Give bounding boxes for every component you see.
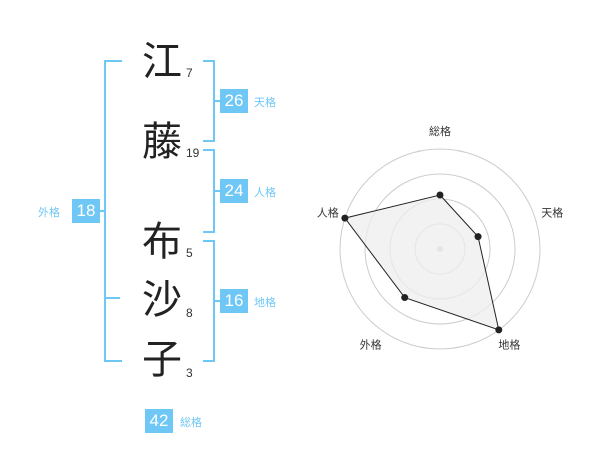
tenkaku-connector [213, 100, 221, 102]
jinkaku-connector [213, 190, 221, 192]
radar-axis-label-0: 総格 [429, 124, 451, 138]
name-char-3: 布 [142, 219, 182, 265]
stroke-count-5: 3 [186, 366, 193, 380]
name-char-5: 子 [142, 337, 182, 383]
gaikaku-bracket-tick [104, 297, 120, 299]
chikaku-connector [213, 300, 221, 302]
chikaku-label: 地格 [254, 296, 276, 309]
stroke-count-3: 5 [186, 246, 193, 260]
radar-polygon [344, 194, 500, 331]
radar-axis-label-4: 人格 [317, 206, 339, 220]
tenkaku-badge: 26 [220, 89, 248, 113]
jinkaku-badge: 24 [220, 179, 248, 203]
gaikaku-label: 外格 [38, 206, 60, 219]
chikaku-badge: 16 [220, 289, 248, 313]
stroke-count-4: 8 [186, 306, 193, 320]
jinkaku-label: 人格 [254, 186, 276, 199]
radar-ring-4 [339, 148, 541, 350]
radar-axis-label-3: 外格 [360, 337, 382, 351]
radar-axis-label-1: 天格 [541, 206, 563, 220]
gaikaku-badge: 18 [72, 199, 100, 223]
radar-point-3 [401, 294, 409, 302]
name-char-2: 藤 [142, 119, 182, 165]
gaikaku-bracket [104, 60, 122, 362]
radar-ring-3 [364, 173, 516, 325]
radar-plot [341, 191, 503, 334]
radar-point-0 [436, 191, 444, 199]
name-char-4: 沙 [142, 277, 182, 323]
stroke-count-1: 7 [186, 66, 193, 80]
name-char-1: 江 [142, 39, 182, 85]
radar-axis-label-2: 地格 [498, 337, 520, 351]
radar-point-1 [474, 233, 482, 241]
tenkaku-label: 天格 [254, 96, 276, 109]
radar-point-4 [341, 214, 349, 222]
radar-point-2 [495, 326, 503, 334]
soukaku-label: 総格 [180, 416, 202, 429]
soukaku-badge: 42 [145, 409, 173, 433]
stroke-count-2: 19 [186, 146, 200, 160]
gaikaku-connector [98, 210, 104, 212]
